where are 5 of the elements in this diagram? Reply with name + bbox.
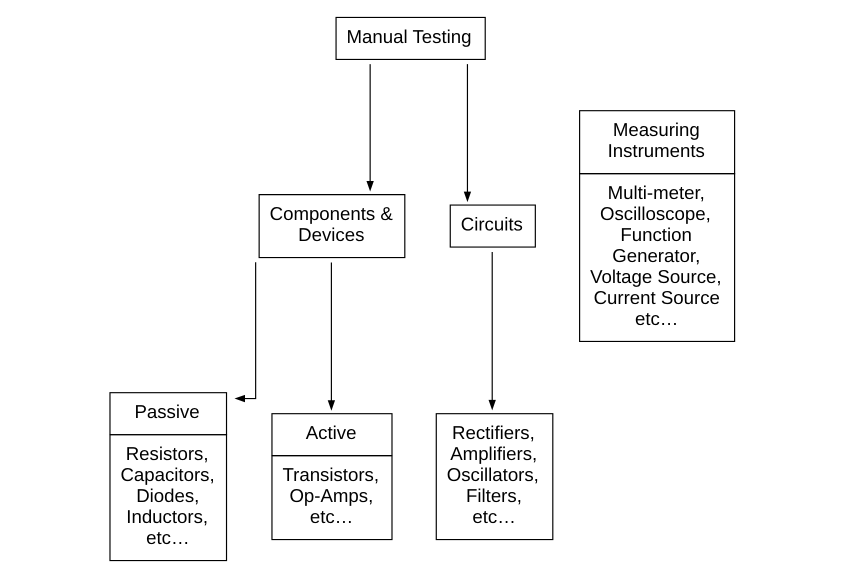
arrow	[488, 252, 496, 410]
arrow	[234, 262, 256, 402]
arrow	[328, 262, 336, 411]
arrow	[464, 64, 472, 202]
arrow	[366, 64, 374, 192]
